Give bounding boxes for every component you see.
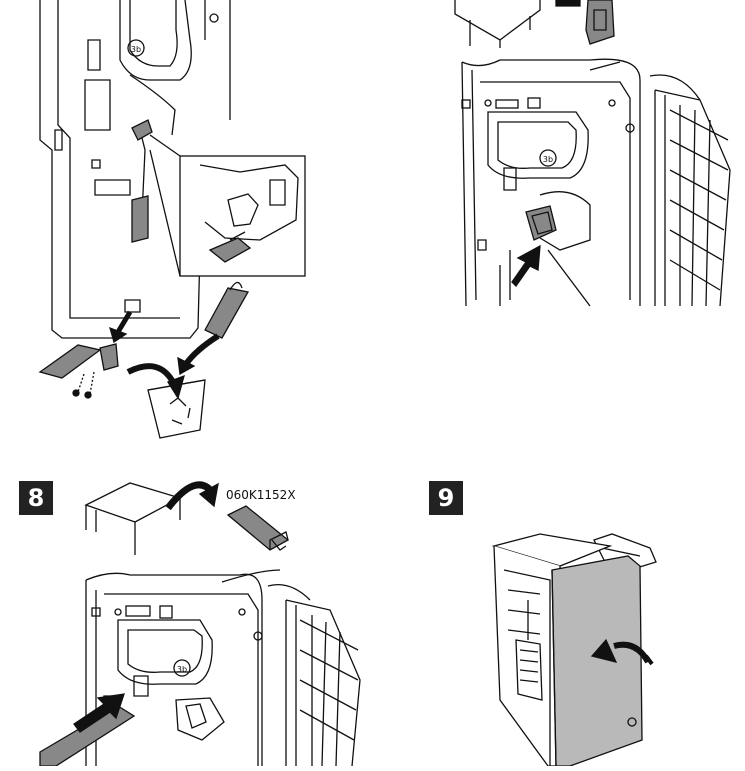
step-9-badge: 9 — [429, 481, 463, 515]
panel-step-8: 3b — [39, 481, 361, 767]
detail-inset — [179, 155, 306, 277]
panel-remove-old-part: 3b — [38, 0, 306, 439]
callout-3b-label: 3b — [543, 155, 553, 164]
removed-tag-right — [204, 287, 250, 339]
part-box-icon — [226, 505, 290, 551]
panel-insert-cartridge: 3b — [454, 0, 731, 307]
staple-cartridge-icon — [585, 0, 615, 45]
removed-tag-left — [38, 344, 102, 379]
arrow-icon — [73, 693, 125, 733]
cartridge-being-inserted — [525, 205, 557, 241]
arrow-icon — [511, 244, 541, 288]
front-door — [551, 555, 643, 767]
callout-3b-circle — [173, 659, 191, 677]
arrow-icon — [126, 363, 177, 386]
removed-bracket — [99, 343, 119, 371]
callout-3b-label: 3b — [177, 665, 187, 674]
machine-top-icon — [84, 482, 182, 523]
panel-step-9 — [491, 533, 657, 767]
callout-3b-label: 3b — [131, 45, 141, 54]
callout-3b-circle — [539, 149, 557, 167]
step-8-badge: 8 — [19, 481, 53, 515]
part-number-label: 060K1152X — [226, 488, 296, 502]
callout-3b-circle — [127, 39, 145, 57]
